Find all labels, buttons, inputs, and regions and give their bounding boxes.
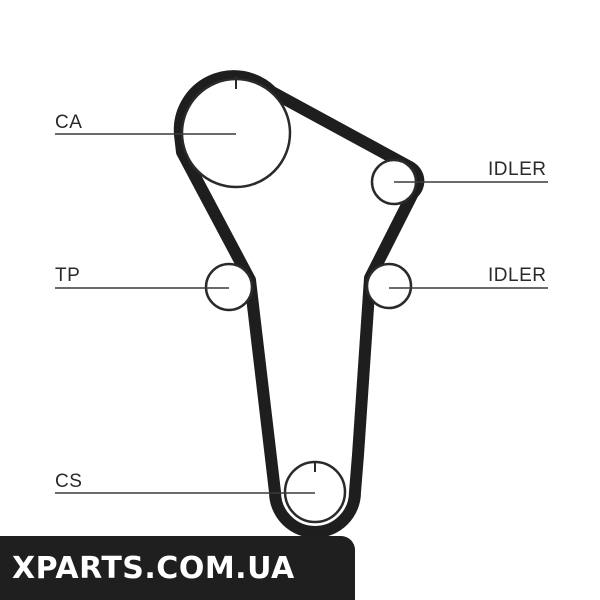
watermark-banner: XPARTS.COM.UA xyxy=(0,536,355,600)
tp-label: TP xyxy=(55,265,80,286)
idler-lower-pulley xyxy=(365,262,413,310)
ca-pulley xyxy=(180,76,292,189)
idler-upper-label: IDLER xyxy=(488,159,546,180)
cs-label: CS xyxy=(55,471,82,492)
cs-pulley xyxy=(283,460,347,524)
ca-label: CA xyxy=(55,112,82,133)
watermark-text: XPARTS.COM.UA xyxy=(12,550,295,586)
idler-lower-label: IDLER xyxy=(488,265,546,286)
tp-pulley xyxy=(204,262,254,312)
